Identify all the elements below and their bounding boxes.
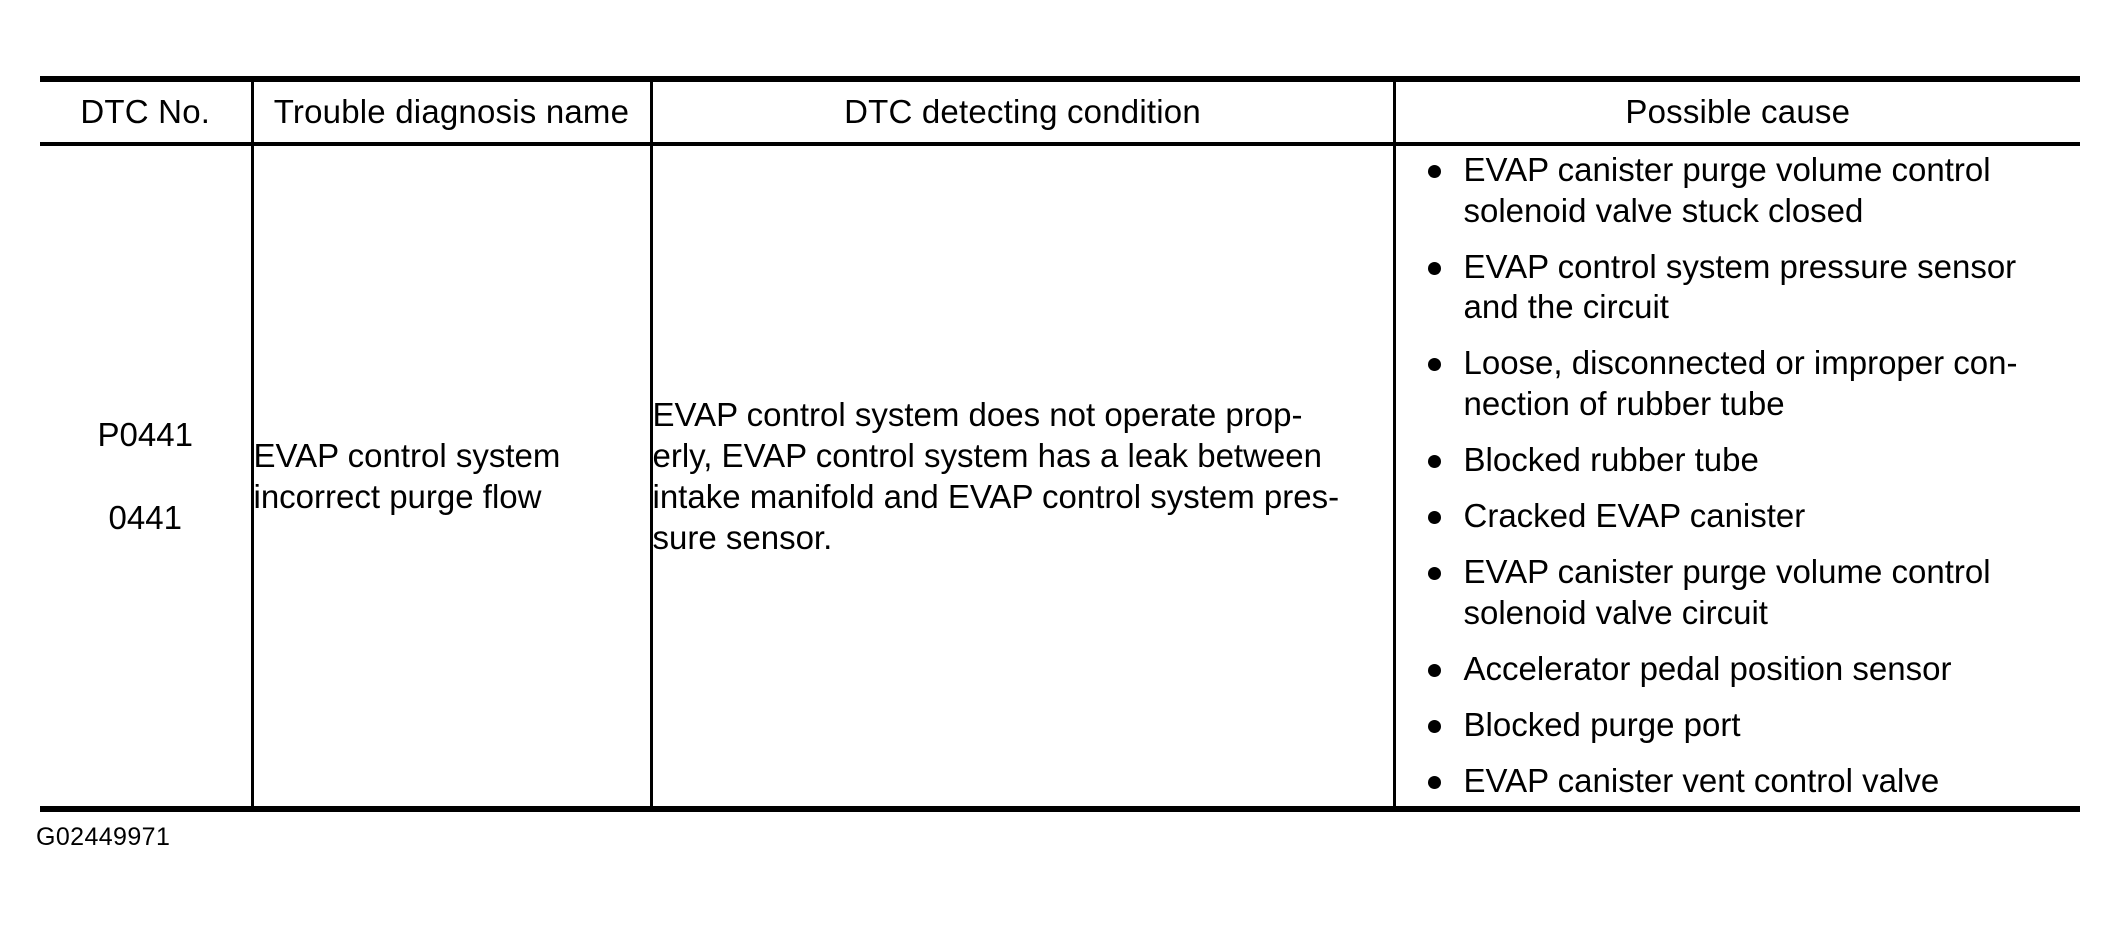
table-body: P0441 0441 EVAP control system incorrect… <box>40 144 2081 812</box>
possible-cause-line: EVAP canister purge volume control <box>1463 151 1991 189</box>
column-header-trouble-diagnosis-name: Trouble diagnosis name <box>252 82 653 146</box>
list-item: EVAP canister purge volume control solen… <box>1422 150 2081 231</box>
table-row: P0441 0441 EVAP control system incorrect… <box>40 144 2081 812</box>
bullet-dot-icon <box>1427 511 1441 525</box>
dtc-no-line: P0441 <box>97 416 193 454</box>
list-item: Accelerator pedal position sensor <box>1422 649 2081 689</box>
trouble-name-line: incorrect purge flow <box>253 478 542 515</box>
table-header-row: DTC No. Trouble diagnosis name DTC detec… <box>40 82 2080 146</box>
possible-cause-list: EVAP canister purge volume control solen… <box>1396 150 2081 801</box>
bullet-dot-icon <box>1427 720 1441 734</box>
detecting-condition-line: EVAP control system does not operate pro… <box>652 395 1303 433</box>
possible-cause-line: solenoid valve stuck closed <box>1463 191 1864 229</box>
cell-dtc-no: P0441 0441 <box>40 144 254 812</box>
list-item: Blocked purge port <box>1422 705 2081 745</box>
column-header-dtc-no: DTC No. <box>40 82 254 146</box>
trouble-name-line: EVAP control system <box>253 436 561 474</box>
detecting-condition-line: intake manifold and EVAP control system … <box>652 478 1340 515</box>
list-item: EVAP canister purge volume control solen… <box>1422 552 2081 633</box>
detecting-condition-line: sure sensor. <box>652 519 833 557</box>
list-item: Blocked rubber tube <box>1422 440 2081 480</box>
list-item: Cracked EVAP canister <box>1422 496 2081 536</box>
table-header: DTC No. Trouble diagnosis name DTC detec… <box>40 76 2080 146</box>
possible-cause-line: EVAP control system pressure sensor <box>1463 247 2017 285</box>
possible-cause-line: nection of rubber tube <box>1463 384 1785 422</box>
bullet-dot-icon <box>1427 567 1441 581</box>
bullet-dot-icon <box>1427 663 1441 677</box>
figure-id-label: G02449971 <box>36 823 171 851</box>
bullet-dot-icon <box>1427 454 1441 468</box>
possible-cause-line: Accelerator pedal position sensor <box>1463 649 1952 687</box>
possible-cause-line: solenoid valve circuit <box>1463 593 1768 631</box>
column-header-possible-cause: Possible cause <box>1394 82 2080 146</box>
cell-dtc-detecting-condition: EVAP control system does not operate pro… <box>651 144 1396 812</box>
possible-cause-line: Blocked purge port <box>1463 706 1741 744</box>
bullet-dot-icon <box>1427 261 1441 275</box>
detecting-condition-line: erly, EVAP control system has a leak bet… <box>652 436 1323 474</box>
bullet-dot-icon <box>1427 165 1441 179</box>
bullet-dot-icon <box>1427 776 1441 790</box>
possible-cause-line: EVAP canister vent control valve <box>1463 762 1940 800</box>
column-header-dtc-detecting-condition: DTC detecting condition <box>651 82 1396 146</box>
possible-cause-line: Blocked rubber tube <box>1463 440 1759 478</box>
dtc-table: DTC No. Trouble diagnosis name DTC detec… <box>40 76 2080 812</box>
list-item: EVAP control system pressure sensor and … <box>1422 247 2081 328</box>
list-item: Loose, disconnected or improper con- nec… <box>1422 343 2081 424</box>
cell-trouble-diagnosis-name: EVAP control system incorrect purge flow <box>252 144 653 812</box>
bullet-dot-icon <box>1427 358 1441 372</box>
list-item: EVAP canister vent control valve <box>1422 761 2081 801</box>
possible-cause-line: and the circuit <box>1463 288 1669 326</box>
possible-cause-line: Loose, disconnected or improper con- <box>1463 344 2018 382</box>
possible-cause-line: EVAP canister purge volume control <box>1463 553 1991 591</box>
cell-possible-cause: EVAP canister purge volume control solen… <box>1394 144 2081 812</box>
possible-cause-line: Cracked EVAP canister <box>1463 497 1806 535</box>
dtc-no-line: 0441 <box>108 498 182 536</box>
